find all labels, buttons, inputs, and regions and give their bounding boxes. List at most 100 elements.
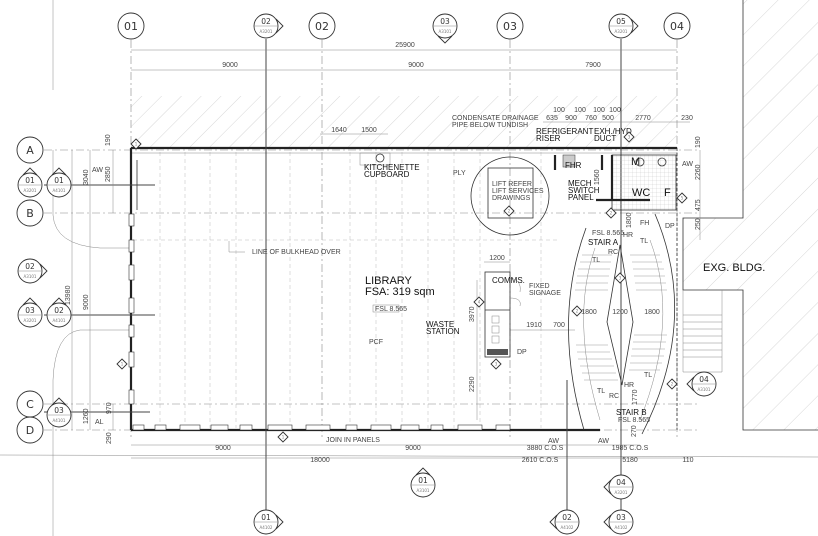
keynote-tag: 3 <box>628 135 631 140</box>
label-wc: WC <box>632 187 650 199</box>
dim-bottom-9000: 9000 <box>215 445 231 452</box>
grid-bubble-B[interactable]: B <box>16 199 44 227</box>
grid-label: B <box>26 207 34 220</box>
label-lift: DRAWINGS <box>492 195 531 202</box>
keynote-tag: 1 <box>135 142 138 147</box>
section-number: 01 <box>54 176 64 185</box>
sheet-reference: A3101 <box>417 488 430 493</box>
dim-1560: 1560 <box>594 169 601 185</box>
dim-760: 760 <box>585 115 597 122</box>
keynote-tag: 4 <box>478 300 481 305</box>
comms-room <box>372 271 521 358</box>
dim-bottom-9000: 9000 <box>405 445 421 452</box>
sheet-reference: A4102 <box>615 525 628 530</box>
dim-left-2850: 2850 <box>105 166 112 182</box>
dim-stair-1800: 1800 <box>644 309 660 316</box>
label-lift: LIFT SERVICES <box>492 188 544 195</box>
services-core <box>359 152 677 211</box>
dim-left-290: 290 <box>106 432 113 444</box>
window-panels <box>128 213 511 431</box>
dim-left-1260: 1260 <box>83 408 90 424</box>
label-condensate: CONDENSATE DRAINAGE <box>452 115 539 122</box>
grid-bubble-D[interactable]: D <box>16 416 44 444</box>
dim-1770: 1770 <box>632 389 639 405</box>
sheet-reference: A3201 <box>615 29 628 34</box>
label-waste-station: WASTE <box>426 320 454 329</box>
label-bulkhead: LINE OF BULKHEAD OVER <box>252 249 341 256</box>
section-number: 02 <box>54 306 64 315</box>
dim-overall: 25900 <box>395 42 415 49</box>
dim-270: 270 <box>631 425 638 437</box>
dim-stair-1800: 1800 <box>581 309 597 316</box>
keynote-tag: 3 <box>619 276 622 281</box>
label-mech-switch-panel: PANEL <box>568 193 594 202</box>
existing-building-hatch <box>683 0 818 430</box>
dim-bay-2: 9000 <box>408 62 424 69</box>
grid-bubble-04[interactable]: 04 <box>663 12 691 40</box>
label-fhr: FHR <box>565 161 582 170</box>
dim-left-190: 190 <box>105 134 112 146</box>
label-tl: TL <box>597 388 605 395</box>
label-fixed-signage: FIXED <box>529 283 550 290</box>
dim-700: 700 <box>553 322 565 329</box>
dim-left-13980: 13980 <box>65 285 72 305</box>
label-dp: DP <box>665 223 675 230</box>
dim-1640: 1640 <box>331 127 347 134</box>
label-stair-b: STAIR B <box>616 408 647 417</box>
section-number: 02 <box>261 17 271 26</box>
fsl-tag: FSL 8.565 <box>375 306 407 313</box>
label-refrigerant-riser: RISER <box>536 134 561 143</box>
label-tl: TL <box>592 257 600 264</box>
keynote-tag: 1 <box>121 362 124 367</box>
grid-bubble-A[interactable]: A <box>16 136 44 164</box>
section-number: 05 <box>616 17 626 26</box>
room-name-library: LIBRARY <box>365 275 413 287</box>
grid-bubble-03[interactable]: 03 <box>496 12 524 40</box>
grid-label: 03 <box>503 20 517 33</box>
label-aw: AW <box>598 438 609 445</box>
ceiling-panel-lines <box>133 152 560 428</box>
section-number: 01 <box>25 176 35 185</box>
keynote-tag: 3 <box>495 362 498 367</box>
lift-detail-callout <box>470 156 550 236</box>
section-number: 02 <box>562 513 572 522</box>
sheet-reference: A3101 <box>439 29 452 34</box>
dim-bottom-18000: 18000 <box>310 457 330 464</box>
dim-2770: 2770 <box>635 115 651 122</box>
dim-635: 635 <box>546 115 558 122</box>
label-exh-duct: EXH./HYD <box>594 127 632 136</box>
grid-bubble-C[interactable]: C <box>16 390 44 418</box>
label-aw: AW <box>92 167 103 174</box>
site-boundary-curve <box>52 150 131 536</box>
grid-bubble-01[interactable]: 01 <box>117 12 145 40</box>
grid-bubble-02[interactable]: 02 <box>308 12 336 40</box>
label-existing-building: EXG. BLDG. <box>703 262 765 274</box>
fsl-tag: FSL 8.565 <box>618 417 650 424</box>
section-number: 01 <box>261 513 271 522</box>
dim-left-9000: 9000 <box>83 294 90 310</box>
dim-comms-1200: 1200 <box>489 255 505 262</box>
dim-bay-3: 7900 <box>585 62 601 69</box>
sheet-reference: A4101 <box>53 188 66 193</box>
dim-bay-1: 9000 <box>222 62 238 69</box>
dim-100: 100 <box>609 107 621 114</box>
label-waste-station: STATION <box>426 327 460 336</box>
keynote-tag: 2 <box>610 211 613 216</box>
label-mech-switch-panel: SWITCH <box>568 186 600 195</box>
